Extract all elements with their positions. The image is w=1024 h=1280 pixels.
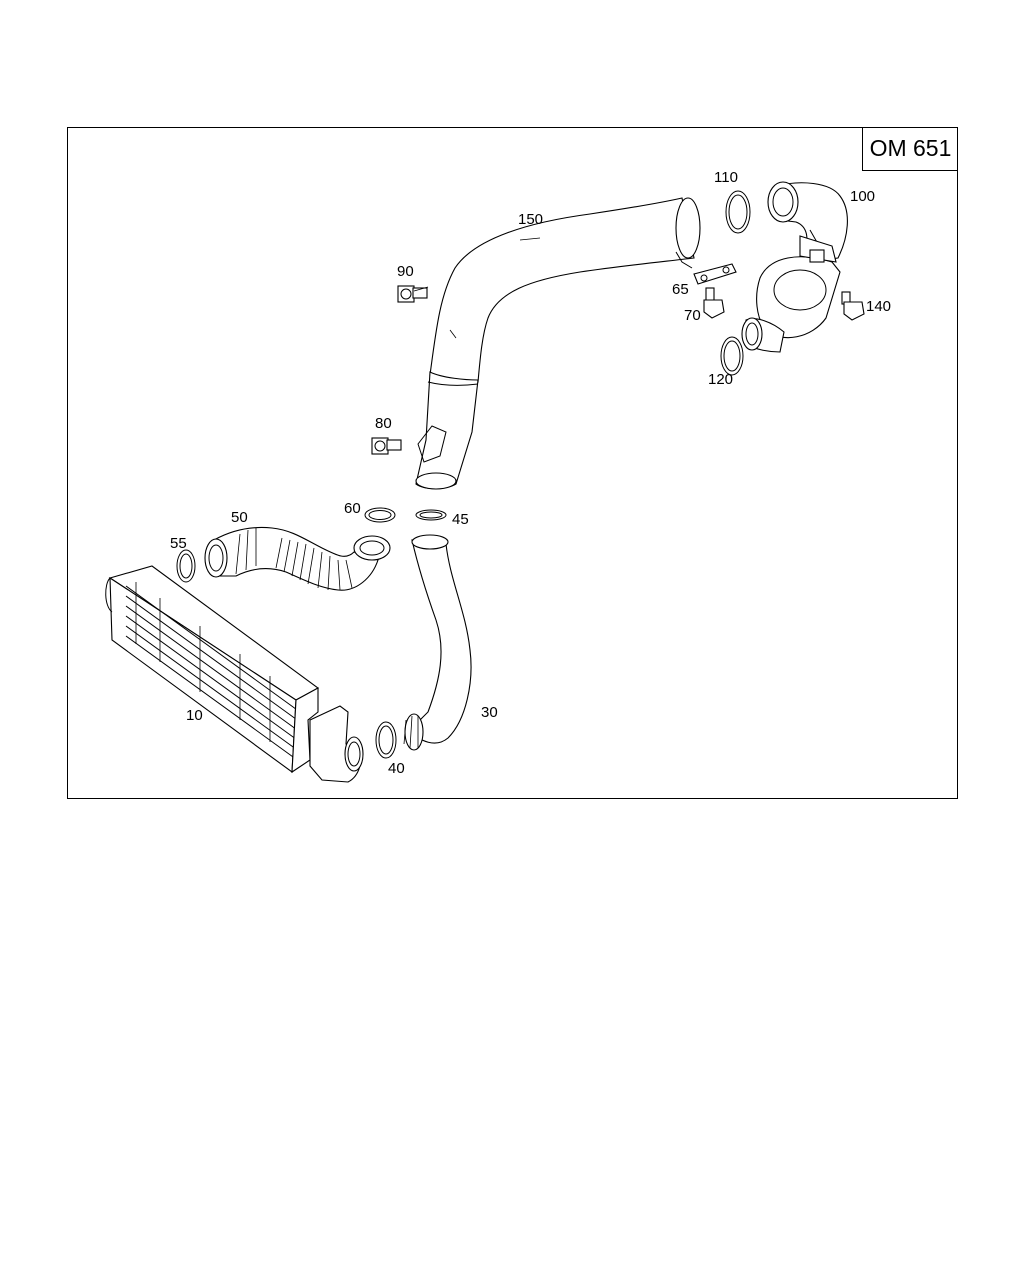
part-55-seal-ring[interactable] bbox=[176, 549, 196, 583]
callout-110: 110 bbox=[714, 169, 738, 186]
outlet-flange bbox=[741, 317, 785, 353]
part-40-seal-ring[interactable] bbox=[375, 721, 397, 759]
part-10-intercooler[interactable] bbox=[105, 565, 364, 783]
callout-70: 70 bbox=[684, 307, 701, 324]
diagram-frame bbox=[67, 127, 958, 799]
part-90-bolt[interactable] bbox=[397, 285, 428, 303]
callout-50: 50 bbox=[231, 509, 248, 526]
callout-120: 120 bbox=[708, 371, 733, 388]
part-150-charge-pipe[interactable] bbox=[415, 197, 701, 490]
part-140-bolt[interactable] bbox=[841, 291, 865, 321]
callout-60: 60 bbox=[344, 500, 361, 517]
part-65-bracket[interactable] bbox=[693, 263, 737, 285]
part-60-seal-ring[interactable] bbox=[364, 507, 396, 523]
callout-40: 40 bbox=[388, 760, 405, 777]
part-100-housing[interactable] bbox=[756, 235, 841, 339]
callout-10: 10 bbox=[186, 707, 203, 724]
part-80-bolt[interactable] bbox=[371, 437, 402, 455]
part-30-charge-pipe[interactable] bbox=[403, 534, 472, 751]
callout-65: 65 bbox=[672, 281, 689, 298]
callout-140: 140 bbox=[866, 298, 891, 315]
part-120-seal-ring[interactable] bbox=[720, 336, 744, 376]
part-50-hose[interactable] bbox=[204, 526, 391, 591]
callout-100: 100 bbox=[850, 188, 875, 205]
callout-80: 80 bbox=[375, 415, 392, 432]
part-45-seal-ring[interactable] bbox=[415, 509, 447, 521]
part-70-bolt[interactable] bbox=[703, 287, 725, 319]
part-110-seal-ring[interactable] bbox=[725, 190, 751, 234]
callout-55: 55 bbox=[170, 535, 187, 552]
callout-90: 90 bbox=[397, 263, 414, 280]
callout-30: 30 bbox=[481, 704, 498, 721]
engine-code-badge: OM 651 bbox=[862, 127, 958, 171]
callout-45: 45 bbox=[452, 511, 469, 528]
callout-150: 150 bbox=[518, 211, 543, 228]
part-100-elbow[interactable] bbox=[767, 181, 848, 263]
